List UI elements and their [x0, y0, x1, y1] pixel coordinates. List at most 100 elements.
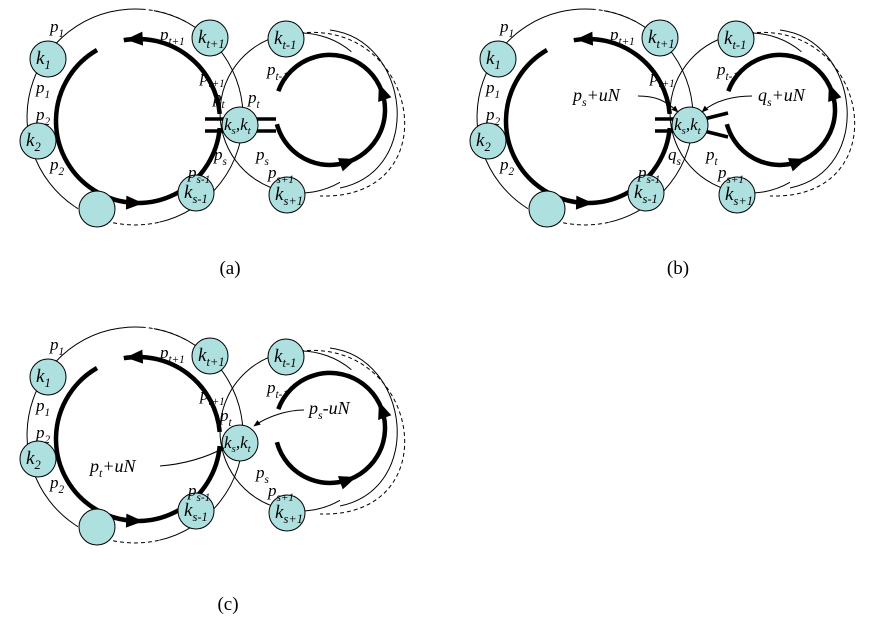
node-label: ks+1	[725, 184, 753, 208]
edge-label-ps-right: ps	[255, 463, 270, 486]
node-label: ks,kt	[224, 115, 252, 137]
edge-label-p1-inner: p1	[35, 396, 50, 419]
edge-label-psp1: ps+1	[267, 481, 294, 504]
edge-label-pt1-inner: pt+1	[199, 67, 225, 90]
edge-label-p2-upper: p2	[35, 105, 51, 128]
annotation-right: qs+uN	[758, 85, 806, 109]
right-ring-thin	[329, 347, 398, 507]
node-circle	[191, 337, 229, 375]
left-loop-arrow-bottom	[575, 195, 594, 210]
node-circle	[177, 492, 215, 530]
node-kt-minus-1: kt-1	[267, 20, 305, 58]
node-circle	[627, 174, 665, 212]
node-unlabeled	[78, 190, 116, 228]
left-loop-arrow-bottom	[125, 195, 144, 210]
right-loop-arrow-top	[828, 83, 842, 103]
node-unlabeled	[78, 508, 116, 546]
edge-label-ps-left: ps	[213, 145, 228, 168]
node-label: kt-1	[724, 28, 746, 52]
right-thick-loop	[274, 370, 388, 486]
left-loop-arrow-top	[575, 31, 594, 46]
connector-right-bottom	[703, 129, 729, 139]
connector-right-top	[703, 111, 729, 121]
node-ks-plus-1: ks+1	[268, 494, 306, 532]
node-circle	[29, 40, 67, 78]
edge-label-p2-upper: p2	[485, 105, 501, 128]
left-thick-loop	[503, 48, 672, 206]
node-k1: k1	[29, 358, 67, 396]
edge-label-pt1-inner: pt+1	[649, 67, 675, 90]
node-label: k1	[36, 366, 51, 390]
caption-c: (c)	[217, 594, 238, 615]
node-kt-plus-1: kt+1	[191, 337, 229, 375]
caption-b: (b)	[667, 258, 689, 279]
node-ks-plus-1: ks+1	[268, 176, 306, 214]
left-ring-solid	[26, 326, 145, 525]
edge-label-ptm1: pt-1	[266, 378, 288, 401]
node-circle	[221, 424, 259, 462]
right-loop-arrow-bottom	[787, 158, 807, 172]
node-ks-minus-1: ks-1	[177, 492, 215, 530]
caption-a: (a)	[219, 258, 240, 279]
edge-label-p1-outer: p1	[499, 17, 514, 40]
left-loop-arrow-top	[125, 349, 144, 364]
left-loop-arrow-bottom	[125, 513, 144, 528]
edge-label-pt1-inner: pt+1	[199, 385, 225, 408]
node-k2: k2	[19, 122, 57, 160]
right-loop-arrow-bottom	[337, 158, 357, 172]
annotation-right-arrow	[701, 95, 753, 113]
node-k2: k2	[469, 122, 507, 160]
right-loop-arrow-bottom	[337, 476, 357, 490]
node-label: kt+1	[648, 27, 675, 51]
edge-label-p2-lower: p2	[49, 473, 65, 496]
node-label: ks+1	[275, 184, 303, 208]
node-circle	[528, 190, 566, 228]
edge-label-p2-lower: p2	[49, 155, 65, 178]
node-k2: k2	[19, 440, 57, 478]
node-circle	[267, 20, 305, 58]
edge-label-ps-right: ps	[255, 145, 270, 168]
right-loop-arrow-top	[378, 401, 392, 421]
node-kt-minus-1: kt-1	[267, 338, 305, 376]
node-label: kt+1	[198, 27, 225, 51]
node-label: kt-1	[274, 346, 296, 370]
node-label: k1	[486, 48, 501, 72]
left-loop-arrow-top	[125, 31, 144, 46]
node-ks-minus-1: ks-1	[177, 174, 215, 212]
left-ring-solid	[476, 8, 595, 207]
edge-label-psm1: ps-1	[187, 481, 210, 504]
node-circle	[268, 494, 306, 532]
annotation-right: ps-uN	[307, 398, 351, 422]
edge-label-pt-right: pt	[705, 145, 719, 168]
node-center-ks-kt: ks,kt	[221, 424, 259, 462]
node-k1: k1	[479, 40, 517, 78]
edge-label-psp1: ps+1	[267, 163, 294, 186]
panel-b: k1k2kt+1ks-1kt-1ks+1ks,ktp1p1p2p2pt+1pt+…	[469, 8, 855, 279]
edge-label-pt1-outer: pt+1	[159, 25, 185, 48]
node-circle	[469, 122, 507, 160]
node-circle	[19, 440, 57, 478]
node-k1: k1	[29, 40, 67, 78]
node-ks-plus-1: ks+1	[718, 176, 756, 214]
edge-label-p2-upper: p2	[35, 423, 51, 446]
node-label: ks-1	[184, 500, 208, 524]
node-label: kt+1	[198, 345, 225, 369]
node-circle	[177, 174, 215, 212]
node-circle	[78, 508, 116, 546]
node-kt-plus-1: kt+1	[641, 19, 679, 57]
node-circle	[479, 40, 517, 78]
node-label: ks+1	[275, 502, 303, 526]
right-thick-loop	[274, 52, 388, 168]
left-ring-dashed-top	[594, 8, 636, 23]
edge-label-psp1: ps+1	[717, 163, 744, 186]
node-center-ks-kt: ks,kt	[671, 106, 709, 144]
annotation-left-arrow	[637, 95, 679, 113]
node-label: ks,kt	[224, 433, 252, 455]
annotation-right-arrow	[253, 409, 305, 427]
node-circle	[671, 106, 709, 144]
edge-label-pt1-outer: pt+1	[159, 343, 185, 366]
node-label: k2	[26, 130, 41, 154]
left-thick-loop	[53, 48, 222, 206]
node-circle	[78, 190, 116, 228]
annotation-left: pt+uN	[88, 456, 136, 480]
